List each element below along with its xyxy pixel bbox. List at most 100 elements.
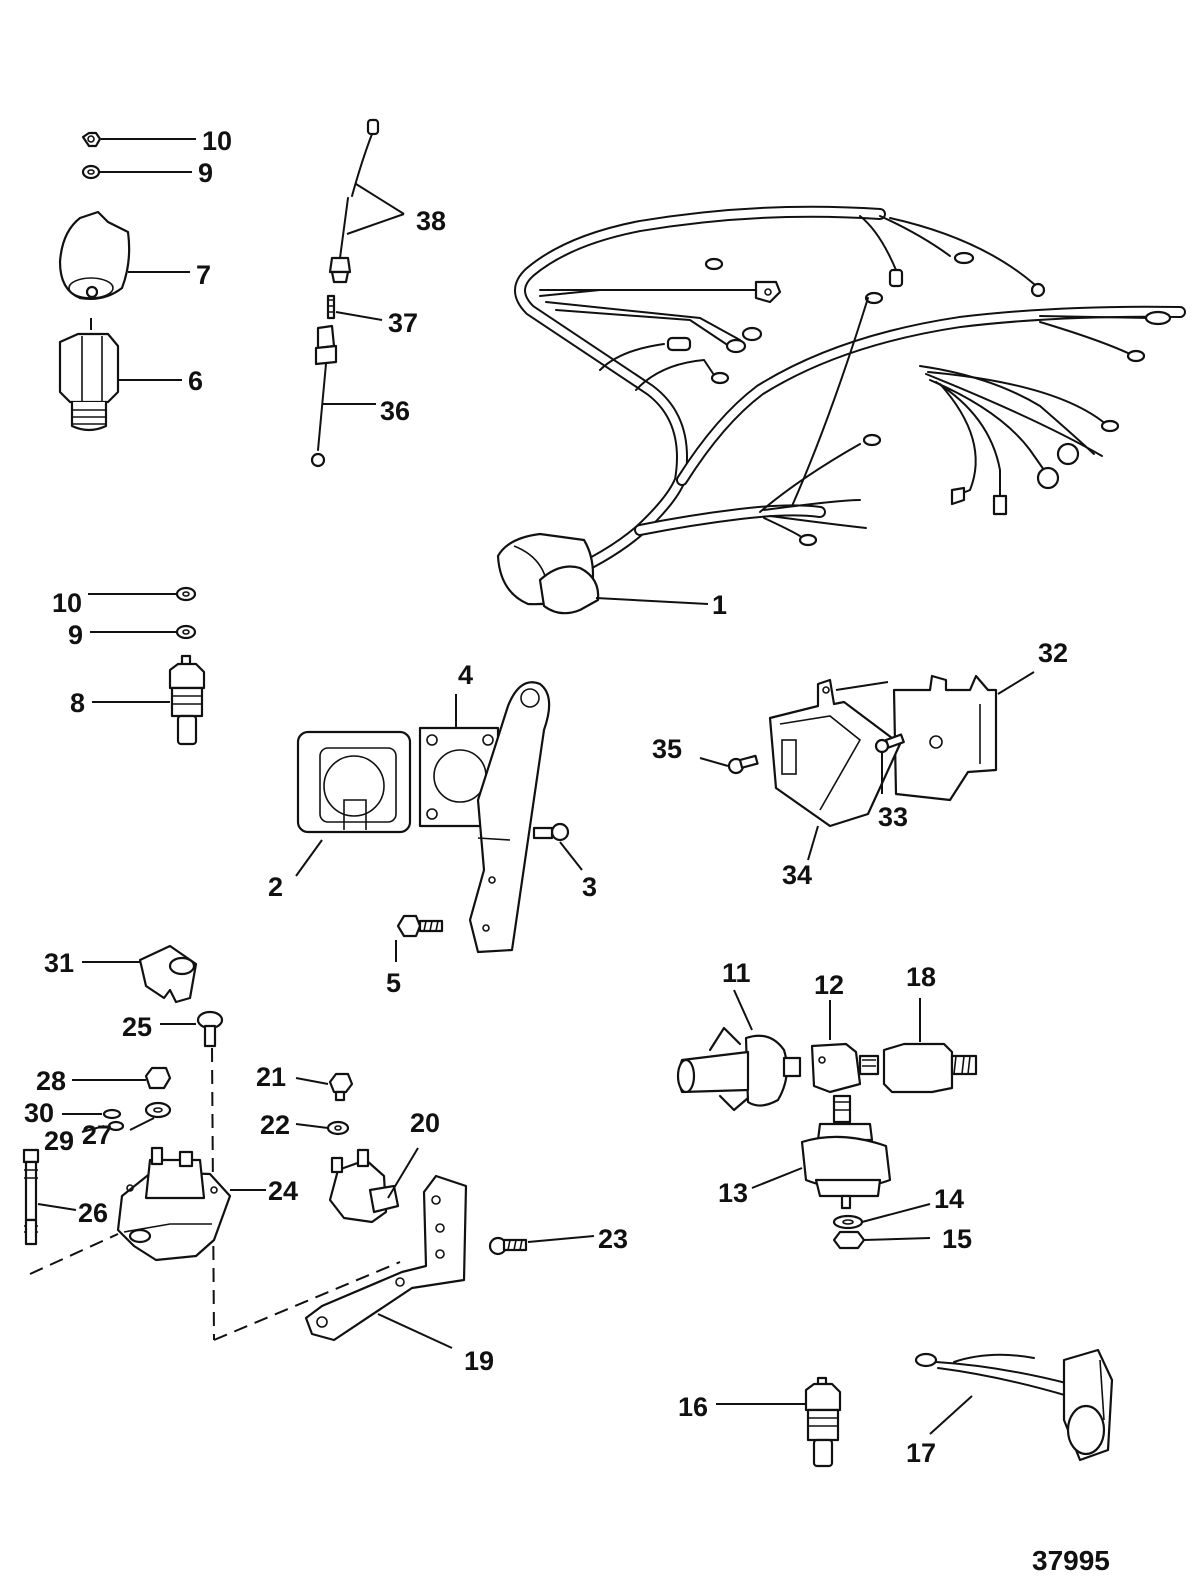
callout-label: 15 <box>942 1224 972 1254</box>
gasket-part <box>296 730 412 834</box>
screw-part <box>532 822 570 842</box>
callout-label: 22 <box>260 1110 290 1140</box>
callout-label: 11 <box>722 958 751 988</box>
terminal-cover-part <box>138 944 198 1004</box>
leader-line <box>295 1077 329 1085</box>
callout-label: 38 <box>416 206 446 236</box>
leader-line <box>997 671 1035 695</box>
pressure-switch-part <box>676 1026 802 1112</box>
leader-line <box>335 311 383 321</box>
leader-line <box>37 1203 77 1211</box>
callout-label: 18 <box>906 962 936 992</box>
callout-label: 37 <box>388 308 418 338</box>
lock-washer-part <box>144 1101 172 1119</box>
callout-label: 16 <box>678 1392 708 1422</box>
callout-label: 20 <box>410 1108 440 1138</box>
fuse-holder-lead-part <box>310 324 338 468</box>
leader-line <box>863 1237 931 1241</box>
switch-part <box>328 1148 400 1224</box>
rectifier-regulator-part <box>768 678 902 828</box>
screw-part <box>488 1236 528 1256</box>
callout-label: 7 <box>196 260 211 290</box>
bolt-part <box>196 1010 224 1048</box>
leader-line <box>861 1203 931 1223</box>
callout-label: 26 <box>78 1198 108 1228</box>
callout-label: 29 <box>44 1126 74 1156</box>
leader-line <box>377 1313 453 1349</box>
stud-part <box>22 1148 40 1246</box>
starter-solenoid-part <box>116 1146 232 1262</box>
assembly-dashed-line <box>213 1261 401 1341</box>
assembly-dashed-line <box>211 1047 215 1341</box>
callout-label: 32 <box>1038 638 1068 668</box>
hex-screw-part <box>328 1072 354 1102</box>
callout-label: 6 <box>188 366 203 396</box>
callout-label: 17 <box>906 1438 936 1468</box>
hex-nut-part <box>81 131 102 148</box>
adapter-part <box>58 332 120 432</box>
callout-label: 27 <box>82 1120 112 1150</box>
adapter-fitting-part <box>882 1042 978 1094</box>
callout-label: 12 <box>814 970 844 1000</box>
callout-label: 24 <box>268 1176 298 1206</box>
leader-line <box>699 757 729 767</box>
callout-label: 9 <box>68 620 83 650</box>
callout-label: 21 <box>256 1062 286 1092</box>
washer-part <box>102 1108 125 1132</box>
callout-label: 19 <box>464 1346 494 1376</box>
callout-label: 28 <box>36 1066 66 1096</box>
callout-label: 10 <box>202 126 232 156</box>
mounting-bracket-part <box>468 681 551 954</box>
sender-part <box>58 210 131 300</box>
washer-part <box>81 164 101 180</box>
leader-line <box>527 1235 595 1243</box>
temperature-sender-part <box>804 1376 842 1468</box>
hex-nut-part <box>832 1230 866 1250</box>
tee-fitting-part <box>810 1042 880 1094</box>
lead-wire-part <box>328 118 380 284</box>
oil-pressure-sender-part <box>800 1094 892 1210</box>
leader-line <box>929 1395 973 1435</box>
callout-label: 10 <box>52 588 82 618</box>
callout-label: 31 <box>44 948 74 978</box>
leader-line <box>81 1125 105 1133</box>
lock-washer-part <box>832 1214 864 1230</box>
lock-washer-part <box>326 1120 350 1136</box>
callout-label: 9 <box>198 158 213 188</box>
sensor-lead-part <box>914 1348 1114 1462</box>
terminal-pin-part <box>326 294 336 320</box>
hex-nut-part <box>144 1066 172 1090</box>
callout-label: 25 <box>122 1012 152 1042</box>
washer-part <box>175 624 197 640</box>
screw-part <box>874 733 905 754</box>
mounting-bracket-part <box>304 1174 468 1342</box>
leader-line <box>751 1167 803 1189</box>
leader-line <box>346 213 405 235</box>
wiring-harness-part <box>496 205 1186 615</box>
callout-label: 30 <box>24 1098 54 1128</box>
callout-label: 1 <box>712 590 727 620</box>
callout-label: 35 <box>652 734 682 764</box>
screw-part <box>727 754 759 775</box>
callout-label: 23 <box>598 1224 628 1254</box>
callout-label: 14 <box>934 1184 964 1214</box>
leader-line <box>355 183 405 215</box>
assembly-dashed-line <box>29 1233 119 1275</box>
leader-line <box>387 1147 419 1199</box>
callout-label: 34 <box>782 860 812 890</box>
callout-label: 13 <box>718 1178 748 1208</box>
leader-line <box>295 1123 329 1129</box>
reference-number: 37995 <box>1032 1545 1110 1576</box>
callout-label: 8 <box>70 688 85 718</box>
leader-line <box>295 839 323 877</box>
callout-label: 2 <box>268 872 283 902</box>
leader-line <box>129 1117 155 1131</box>
leader-line <box>807 825 819 861</box>
callout-label: 33 <box>878 802 908 832</box>
callout-label: 4 <box>458 660 473 690</box>
bolt-part <box>396 914 444 938</box>
callout-label: 3 <box>582 872 597 902</box>
leader-line <box>733 989 753 1031</box>
regulator-bracket-part <box>892 674 998 802</box>
